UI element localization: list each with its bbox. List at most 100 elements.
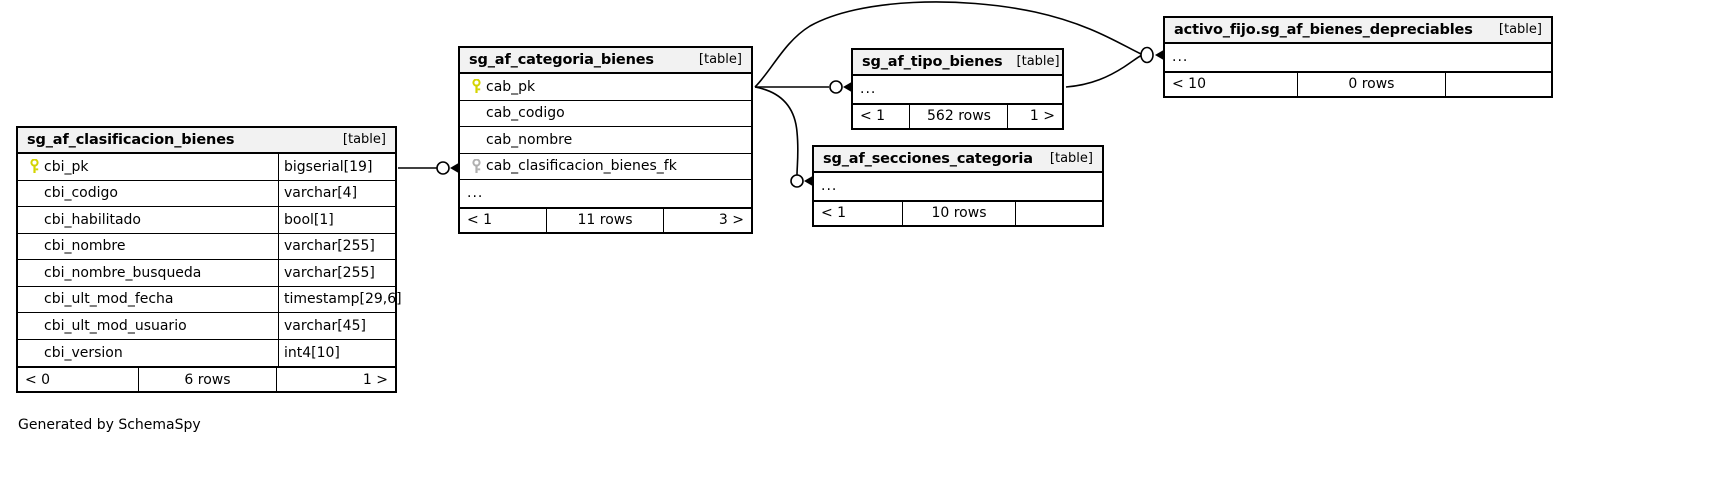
column-row[interactable]: cbi_habilitado bool[1]: [18, 207, 395, 234]
table-header: sg_af_secciones_categoria [table]: [814, 147, 1102, 173]
column-name-text: cbi_nombre_busqueda: [44, 264, 202, 281]
footer-child-count[interactable]: [1446, 73, 1551, 96]
column-name-cell: cbi_habilitado: [18, 207, 278, 233]
table-columns: ...: [1165, 44, 1551, 71]
column-row-ellipsis: ...: [1165, 44, 1551, 71]
column-name-cell: cab_pk: [460, 74, 751, 100]
column-name-cell: cbi_codigo: [18, 181, 278, 207]
footer-child-count[interactable]: 1 >: [362, 371, 388, 388]
table-columns: cbi_pk bigserial[19] cbi_codigo varchar[…: [18, 154, 402, 367]
edge-categoria-to-secciones: [754, 86, 799, 176]
column-name-text: cbi_ult_mod_usuario: [44, 317, 187, 334]
column-row-ellipsis: ...: [853, 76, 1062, 103]
table-title[interactable]: sg_af_secciones_categoria: [823, 150, 1033, 167]
footer-row-count: 6 rows: [139, 368, 277, 391]
column-row[interactable]: cab_pk: [460, 74, 751, 101]
footer-row-count: 10 rows: [903, 201, 1016, 225]
footer-child-count[interactable]: 1 >: [1029, 108, 1055, 124]
column-type-cell: varchar[45]: [278, 313, 395, 339]
column-name-cell: cbi_nombre_busqueda: [18, 260, 278, 286]
column-row[interactable]: cbi_nombre varchar[255]: [18, 233, 395, 260]
table-title[interactable]: activo_fijo.sg_af_bienes_depreciables: [1174, 21, 1473, 38]
column-type-cell: timestamp[29,6]: [278, 286, 402, 312]
edge-endpoint-circle-depreciables: [1140, 46, 1154, 64]
edge-endpoint-circle-categoria-fk: [436, 161, 450, 175]
primary-key-icon: [25, 159, 44, 174]
column-name-text: cbi_codigo: [44, 185, 118, 202]
column-name-text: cab_codigo: [486, 105, 565, 122]
column-type-cell: varchar[255]: [278, 260, 395, 286]
column-row[interactable]: cbi_ult_mod_usuario varchar[45]: [18, 313, 395, 340]
table-title[interactable]: sg_af_categoria_bienes: [469, 51, 654, 68]
column-name-text: cab_nombre: [486, 131, 573, 148]
footer-child-count[interactable]: [1016, 202, 1102, 225]
table-kind-label: [table]: [1049, 151, 1093, 166]
more-columns-ellipsis: ...: [1172, 49, 1189, 66]
table-title[interactable]: sg_af_clasificacion_bienes: [27, 131, 235, 148]
column-row[interactable]: cbi_pk bigserial[19]: [18, 154, 395, 181]
table-kind-label: [table]: [1016, 54, 1060, 69]
table-kind-label: [table]: [698, 52, 742, 67]
table-footer: < 0 6 rows 1 >: [18, 366, 395, 391]
column-row-ellipsis: ...: [460, 180, 751, 207]
table-header: activo_fijo.sg_af_bienes_depreciables [t…: [1165, 18, 1551, 44]
column-name-cell: cbi_ult_mod_usuario: [18, 313, 278, 339]
footer-parent-count[interactable]: < 10: [1165, 72, 1299, 96]
column-row[interactable]: cbi_nombre_busqueda varchar[255]: [18, 260, 395, 287]
table-header: sg_af_clasificacion_bienes [table]: [18, 128, 395, 154]
table-box-sg-af-categoria-bienes[interactable]: sg_af_categoria_bienes [table] cab_pk: [458, 46, 753, 234]
footer-parent-count[interactable]: < 0: [18, 368, 140, 391]
table-footer: < 1 10 rows: [814, 199, 1102, 225]
table-title[interactable]: sg_af_tipo_bienes: [862, 53, 1003, 70]
table-header: sg_af_tipo_bienes [table]: [853, 50, 1062, 76]
column-row[interactable]: cbi_version int4[10]: [18, 339, 395, 367]
column-name-cell: cbi_version: [18, 340, 278, 367]
table-box-activo-fijo-sg-af-bienes-depreciables[interactable]: activo_fijo.sg_af_bienes_depreciables [t…: [1163, 16, 1553, 98]
column-row[interactable]: cbi_ult_mod_fecha timestamp[29,6]: [18, 286, 402, 313]
column-row-ellipsis: ...: [814, 173, 1102, 200]
table-box-sg-af-tipo-bienes[interactable]: sg_af_tipo_bienes [table] ... < 1 562 ro…: [851, 48, 1064, 130]
foreign-key-icon: [467, 158, 486, 174]
column-name-text: cab_clasificacion_bienes_fk: [486, 158, 677, 175]
column-name-cell: cbi_nombre: [18, 234, 278, 260]
table-box-sg-af-clasificacion-bienes[interactable]: sg_af_clasificacion_bienes [table] cbi_p…: [16, 126, 402, 393]
table-columns: ...: [853, 76, 1062, 103]
column-name-text: cbi_nombre: [44, 238, 126, 255]
column-row[interactable]: cbi_codigo varchar[4]: [18, 180, 395, 207]
primary-key-icon: [467, 79, 486, 94]
column-row[interactable]: cab_codigo: [460, 101, 751, 127]
column-type-cell: bool[1]: [278, 207, 395, 233]
table-footer: < 10 0 rows: [1165, 70, 1551, 96]
footer-parent-count[interactable]: < 1: [853, 104, 911, 128]
column-row[interactable]: cab_clasificacion_bienes_fk: [460, 154, 751, 180]
generated-by-caption: Generated by SchemaSpy: [18, 417, 201, 433]
column-name-cell: cab_codigo: [460, 101, 751, 127]
footer-row-count: 11 rows: [547, 208, 664, 232]
column-name-text: cab_pk: [486, 78, 536, 95]
table-footer: < 1 11 rows 3 >: [460, 206, 751, 232]
more-columns-ellipsis: ...: [821, 178, 838, 195]
footer-parent-count[interactable]: < 1: [814, 201, 904, 225]
edge-endpoint-circle-secciones: [790, 174, 804, 188]
column-name-cell: cbi_ult_mod_fecha: [18, 287, 278, 313]
footer-child-count[interactable]: 3 >: [718, 212, 744, 228]
footer-parent-count[interactable]: < 1: [460, 208, 548, 232]
column-type-cell: bigserial[19]: [278, 154, 395, 180]
footer-row-count: 562 rows: [910, 104, 1009, 128]
column-name-cell: cab_nombre: [460, 127, 751, 153]
table-columns: cab_pk cab_codigo cab_nombre: [460, 74, 751, 207]
footer-row-count: 0 rows: [1298, 72, 1446, 96]
edge-endpoint-circle-tipo: [829, 80, 843, 94]
column-type-cell: int4[10]: [278, 339, 395, 366]
column-name-cell: cbi_pk: [18, 154, 278, 180]
table-box-sg-af-secciones-categoria[interactable]: sg_af_secciones_categoria [table] ... < …: [812, 145, 1104, 227]
table-footer: < 1 562 rows 1 >: [853, 102, 1062, 128]
column-name-text: cbi_version: [44, 344, 123, 361]
column-row[interactable]: cab_nombre: [460, 127, 751, 154]
more-columns-ellipsis: ...: [860, 81, 877, 98]
table-kind-label: [table]: [1498, 22, 1542, 37]
column-name-text: cbi_ult_mod_fecha: [44, 291, 174, 308]
table-columns: ...: [814, 173, 1102, 200]
column-type-cell: varchar[255]: [278, 233, 395, 259]
